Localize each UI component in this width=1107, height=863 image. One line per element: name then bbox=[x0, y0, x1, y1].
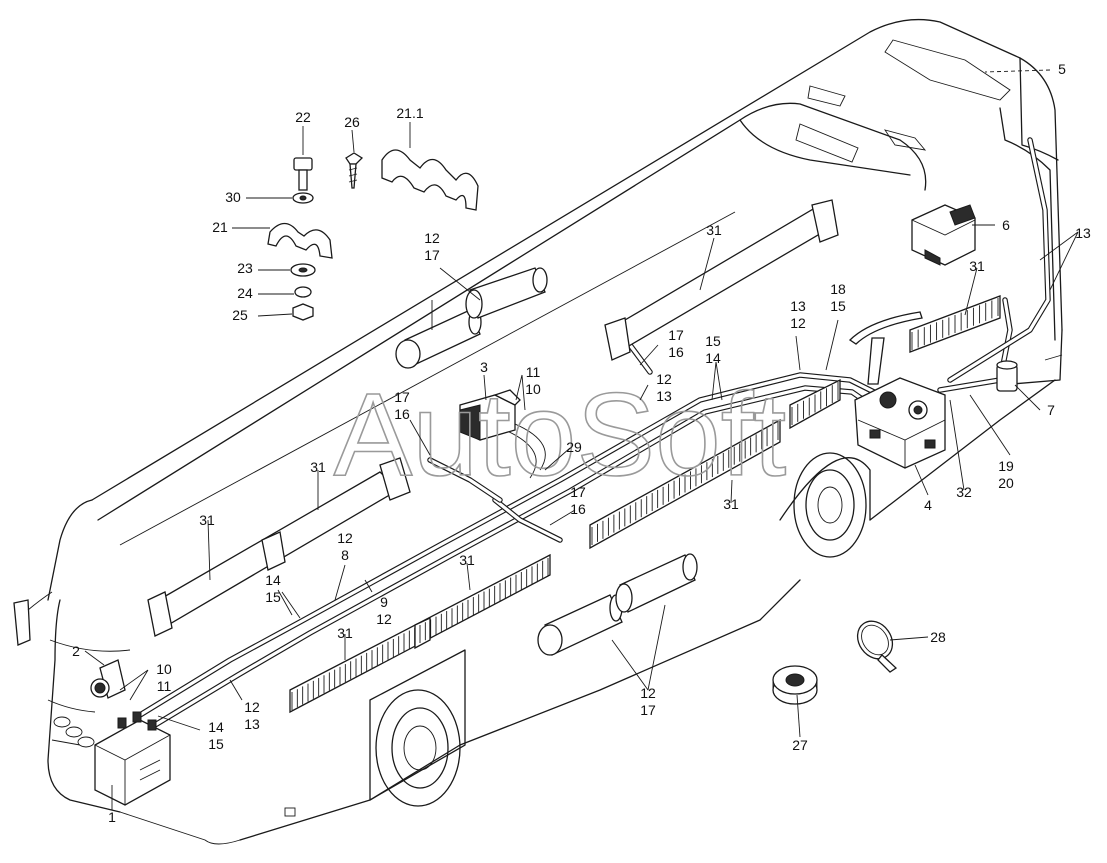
callout-label-7: 7 bbox=[1047, 402, 1055, 418]
callout-label-11: 11 bbox=[526, 364, 541, 380]
callout-label-13: 13 bbox=[244, 716, 260, 732]
callout-label-12: 12 bbox=[337, 530, 353, 546]
callout-label-15: 15 bbox=[830, 298, 846, 314]
callout-label-23: 23 bbox=[237, 260, 253, 276]
callout-label-12: 12 bbox=[244, 699, 260, 715]
callout-label-15: 15 bbox=[208, 736, 224, 752]
callout-label-15: 15 bbox=[705, 333, 721, 349]
callout-label-29: 29 bbox=[566, 439, 582, 455]
callout-label-11: 11 bbox=[157, 678, 172, 694]
callout-label-18: 18 bbox=[830, 281, 846, 297]
callout-label-17: 17 bbox=[394, 389, 410, 405]
callout-label-30: 30 bbox=[225, 189, 241, 205]
callout-leaders bbox=[84, 69, 1079, 810]
callout-label-14: 14 bbox=[265, 572, 281, 588]
callout-label-12: 12 bbox=[640, 685, 656, 701]
fastener-set bbox=[290, 152, 364, 321]
callout-label-16: 16 bbox=[570, 501, 586, 517]
callout-label-20: 20 bbox=[998, 475, 1014, 491]
pipe-clamp-21-1 bbox=[381, 149, 479, 211]
callout-label-31: 31 bbox=[310, 459, 326, 475]
callout-label-26: 26 bbox=[344, 114, 360, 130]
callout-label-25: 25 bbox=[232, 307, 248, 323]
preheater-unit bbox=[94, 711, 171, 806]
expansion-tank bbox=[996, 360, 1018, 392]
callout-label-21-1: 21.1 bbox=[396, 105, 423, 121]
callout-label-4: 4 bbox=[924, 497, 932, 513]
callout-label-31: 31 bbox=[459, 552, 475, 568]
callout-label-22: 22 bbox=[295, 109, 311, 125]
callout-label-27: 27 bbox=[792, 737, 808, 753]
callout-label-31: 31 bbox=[969, 258, 985, 274]
callout-label-17: 17 bbox=[640, 702, 656, 718]
callout-label-17: 17 bbox=[570, 484, 586, 500]
grommet bbox=[772, 665, 818, 705]
main-heater-unit bbox=[854, 377, 946, 469]
callout-label-12: 12 bbox=[656, 371, 672, 387]
bus-body-outline bbox=[13, 18, 1063, 845]
callout-label-21: 21 bbox=[212, 219, 228, 235]
watermark-text: AutoSoft bbox=[334, 369, 787, 501]
callout-label-12: 12 bbox=[790, 315, 806, 331]
callout-label-13: 13 bbox=[790, 298, 806, 314]
callout-label-13: 13 bbox=[1075, 225, 1091, 241]
callout-label-16: 16 bbox=[668, 344, 684, 360]
callout-label-19: 19 bbox=[998, 458, 1014, 474]
callout-label-12: 12 bbox=[376, 611, 392, 627]
callout-labels: 1234567128912101111101213121313121314151… bbox=[72, 61, 1091, 825]
callout-label-31: 31 bbox=[199, 512, 215, 528]
pipe-clamp-21 bbox=[267, 222, 333, 259]
callout-label-32: 32 bbox=[956, 484, 972, 500]
callout-label-1: 1 bbox=[108, 809, 116, 825]
callout-label-6: 6 bbox=[1002, 217, 1010, 233]
callout-label-16: 16 bbox=[394, 406, 410, 422]
callout-label-5: 5 bbox=[1058, 61, 1066, 77]
callout-label-31: 31 bbox=[723, 496, 739, 512]
callout-label-9: 9 bbox=[380, 594, 388, 610]
callout-label-14: 14 bbox=[208, 719, 224, 735]
callout-label-31: 31 bbox=[706, 222, 722, 238]
callout-label-14: 14 bbox=[705, 350, 721, 366]
hose-clip bbox=[856, 620, 898, 673]
insulation-sleeves bbox=[395, 267, 698, 656]
callout-label-13: 13 bbox=[656, 388, 672, 404]
callout-label-15: 15 bbox=[265, 589, 281, 605]
callout-label-17: 17 bbox=[424, 247, 440, 263]
callout-label-10: 10 bbox=[156, 661, 172, 677]
heater-valve-unit bbox=[459, 389, 521, 441]
callout-label-17: 17 bbox=[668, 327, 684, 343]
callout-label-12: 12 bbox=[424, 230, 440, 246]
convector-fins bbox=[291, 298, 999, 710]
callout-label-3: 3 bbox=[480, 359, 488, 375]
callout-label-10: 10 bbox=[525, 381, 541, 397]
circulation-pump bbox=[90, 659, 126, 699]
callout-label-31: 31 bbox=[337, 625, 353, 641]
callout-label-2: 2 bbox=[72, 643, 80, 659]
control-block-6 bbox=[911, 204, 976, 266]
convector-ducts bbox=[147, 199, 1001, 714]
callout-label-24: 24 bbox=[237, 285, 253, 301]
callout-label-28: 28 bbox=[930, 629, 946, 645]
callout-label-8: 8 bbox=[341, 547, 349, 563]
